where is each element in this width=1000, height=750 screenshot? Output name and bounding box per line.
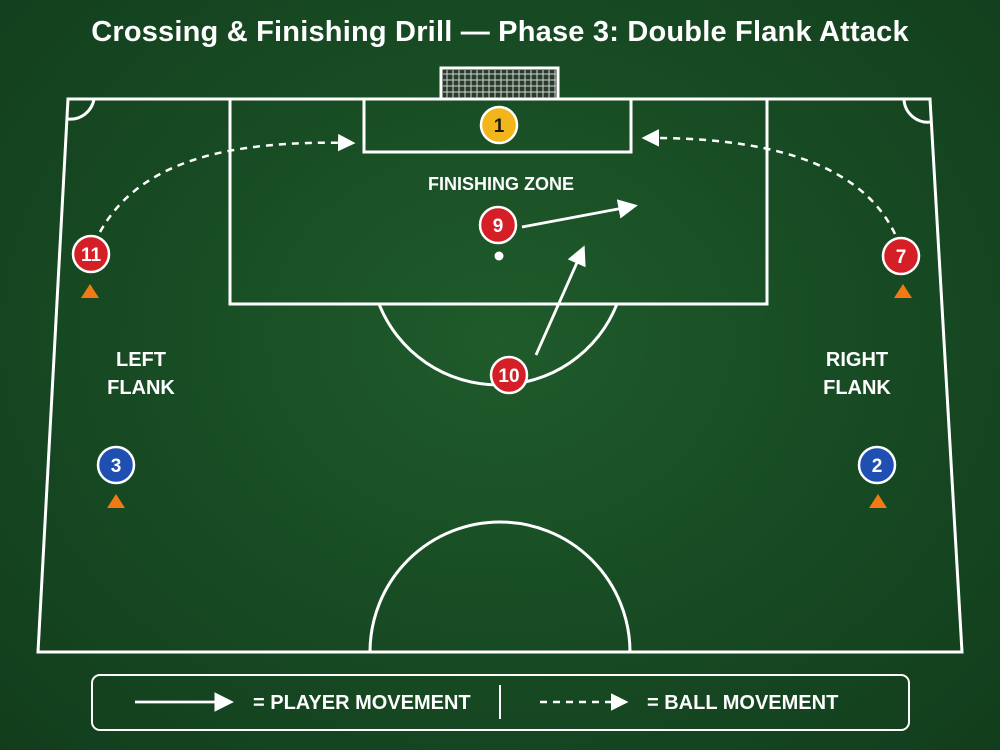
- left-flank-label-line1: LEFT: [116, 349, 166, 371]
- cross-from-right: [641, 129, 897, 235]
- player-right-winger-number: 7: [896, 247, 907, 268]
- player-right-back: 2: [857, 445, 897, 485]
- player-left-winger-number: 11: [81, 245, 102, 266]
- cone-left-upper: [81, 284, 99, 298]
- right-flank-label-line2: FLANK: [823, 377, 891, 399]
- player-left-back: 3: [96, 445, 136, 485]
- pitch-markings: [36, 97, 964, 654]
- corner-arc-right: [902, 98, 932, 124]
- player-midfielder: 10: [489, 355, 529, 395]
- player-striker: 9: [478, 205, 518, 245]
- right-flank-label-line1: RIGHT: [826, 349, 888, 371]
- ball-movement-paths: [98, 129, 897, 235]
- legend-ball-movement-label: = BALL MOVEMENT: [647, 692, 838, 714]
- player-gk-number: 1: [494, 116, 505, 137]
- legend-box: [91, 674, 910, 731]
- legend-player-movement-label: = PLAYER MOVEMENT: [253, 692, 471, 714]
- player-striker-number: 9: [493, 216, 504, 237]
- run-midfielder: [534, 245, 586, 356]
- diagram-title: Crossing & Finishing Drill — Phase 3: Do…: [91, 16, 909, 48]
- cones: [81, 284, 912, 508]
- player-gk: 1: [479, 105, 519, 145]
- cross-from-left: [98, 133, 356, 233]
- player-right-back-number: 2: [872, 456, 883, 477]
- cone-right-upper: [894, 284, 912, 298]
- goal-net: [439, 66, 560, 101]
- player-left-back-number: 3: [111, 456, 122, 477]
- penalty-spot: [494, 251, 504, 261]
- player-left-winger: 11: [71, 234, 111, 274]
- left-flank-label-line2: FLANK: [107, 377, 175, 399]
- center-circle-arc: [368, 520, 632, 653]
- corner-arc-left: [67, 98, 96, 121]
- legend: = PLAYER MOVEMENT = BALL MOVEMENT: [91, 674, 910, 731]
- run-striker: [521, 199, 638, 229]
- player-right-winger: 7: [881, 236, 921, 276]
- cone-right-lower: [869, 494, 887, 508]
- finishing-zone-label: FINISHING ZONE: [428, 174, 574, 194]
- player-movement-paths: [521, 199, 638, 356]
- cone-left-lower: [107, 494, 125, 508]
- player-midfielder-number: 10: [498, 366, 519, 387]
